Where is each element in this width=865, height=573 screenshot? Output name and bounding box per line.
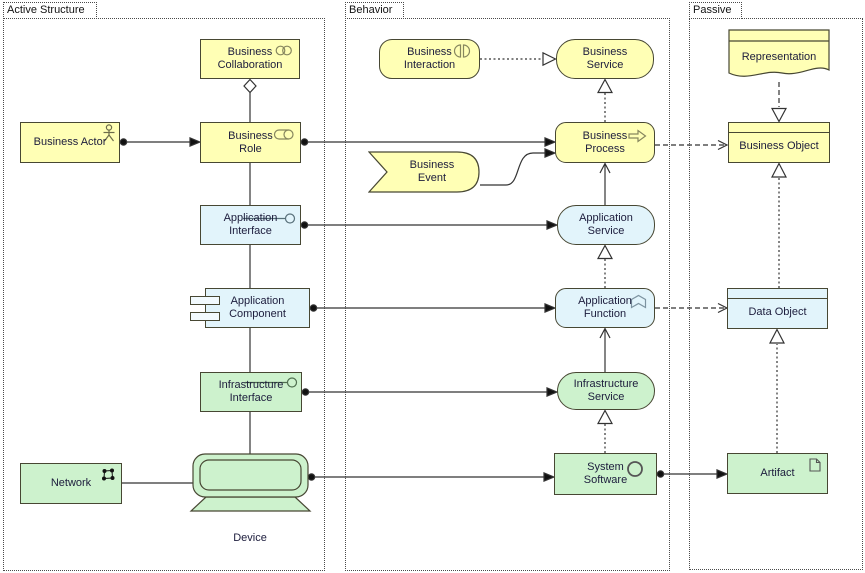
node-artifact[interactable]: Artifact bbox=[727, 453, 828, 494]
node-label: Business Object bbox=[739, 140, 819, 152]
node-system-software[interactable]: System Software bbox=[554, 453, 657, 495]
collaboration-icon bbox=[275, 45, 292, 56]
node-label: Business Service bbox=[582, 46, 628, 71]
node-label: Business Interaction bbox=[403, 46, 456, 71]
process-arrow-icon bbox=[628, 129, 647, 143]
node-business-event[interactable]: Business Event bbox=[368, 151, 480, 193]
node-device[interactable] bbox=[188, 450, 312, 514]
node-label: Business Role bbox=[228, 129, 273, 155]
node-label: Business Actor bbox=[33, 136, 107, 148]
role-icon bbox=[273, 129, 294, 140]
node-business-role[interactable]: Business Role bbox=[200, 122, 301, 163]
group-behavior[interactable] bbox=[345, 18, 670, 571]
object-header-line bbox=[729, 132, 829, 133]
node-label: Representation bbox=[741, 51, 817, 63]
node-label: Infrastructure Service bbox=[573, 378, 639, 403]
node-business-interaction[interactable]: Business Interaction bbox=[379, 39, 480, 79]
device-label: Device bbox=[233, 532, 267, 544]
component-tab-icon bbox=[190, 296, 220, 305]
node-label: Business Event bbox=[409, 159, 455, 184]
artifact-document-icon bbox=[809, 458, 821, 472]
node-label: Artifact bbox=[760, 467, 795, 479]
group-active-structure-label: Active Structure bbox=[3, 2, 97, 19]
device-monitor-shape bbox=[189, 453, 312, 512]
component-tab-icon bbox=[190, 312, 220, 321]
node-business-collaboration[interactable]: Business Collaboration bbox=[200, 39, 300, 79]
node-label: Application Service bbox=[579, 212, 633, 237]
node-business-object[interactable]: Business Object bbox=[728, 122, 830, 163]
node-application-function[interactable]: Application Function bbox=[555, 288, 655, 328]
node-label: Application Function bbox=[578, 295, 632, 320]
network-icon bbox=[102, 468, 115, 481]
node-label: Application Component bbox=[229, 295, 286, 320]
node-label: Data Object bbox=[748, 306, 807, 318]
node-label: Business Process bbox=[582, 129, 628, 155]
system-software-icon bbox=[627, 461, 643, 477]
node-representation[interactable]: Representation bbox=[728, 29, 830, 82]
node-business-process[interactable]: Business Process bbox=[555, 122, 655, 163]
node-application-service[interactable]: Application Service bbox=[557, 205, 655, 245]
node-label: System Software bbox=[583, 461, 628, 486]
group-passive-label: Passive bbox=[689, 2, 742, 19]
representation-shape bbox=[728, 29, 830, 77]
actor-icon bbox=[103, 124, 115, 142]
node-infrastructure-interface[interactable]: Infrastructure Interface bbox=[200, 372, 302, 412]
group-passive[interactable] bbox=[689, 18, 863, 570]
object-header-line bbox=[728, 298, 827, 299]
node-business-service[interactable]: Business Service bbox=[556, 39, 654, 79]
interface-lollipop-icon bbox=[245, 377, 298, 388]
node-label: Application Interface bbox=[223, 212, 278, 237]
interaction-icon bbox=[453, 44, 471, 58]
node-application-component[interactable]: Application Component bbox=[190, 288, 310, 328]
node-application-interface[interactable]: Application Interface bbox=[200, 205, 301, 245]
group-active-structure[interactable] bbox=[3, 18, 325, 571]
group-behavior-label: Behavior bbox=[345, 2, 404, 19]
node-label: Network bbox=[50, 477, 92, 489]
function-icon bbox=[630, 294, 647, 309]
node-business-actor[interactable]: Business Actor bbox=[20, 122, 120, 163]
node-label: Business Collaboration bbox=[217, 46, 283, 71]
node-label: Infrastructure Interface bbox=[218, 379, 284, 404]
node-network[interactable]: Network bbox=[20, 463, 122, 504]
interface-lollipop-icon bbox=[243, 213, 296, 224]
event-shape bbox=[368, 151, 480, 193]
node-infrastructure-service[interactable]: Infrastructure Service bbox=[557, 372, 655, 410]
node-data-object[interactable]: Data Object bbox=[727, 288, 828, 329]
